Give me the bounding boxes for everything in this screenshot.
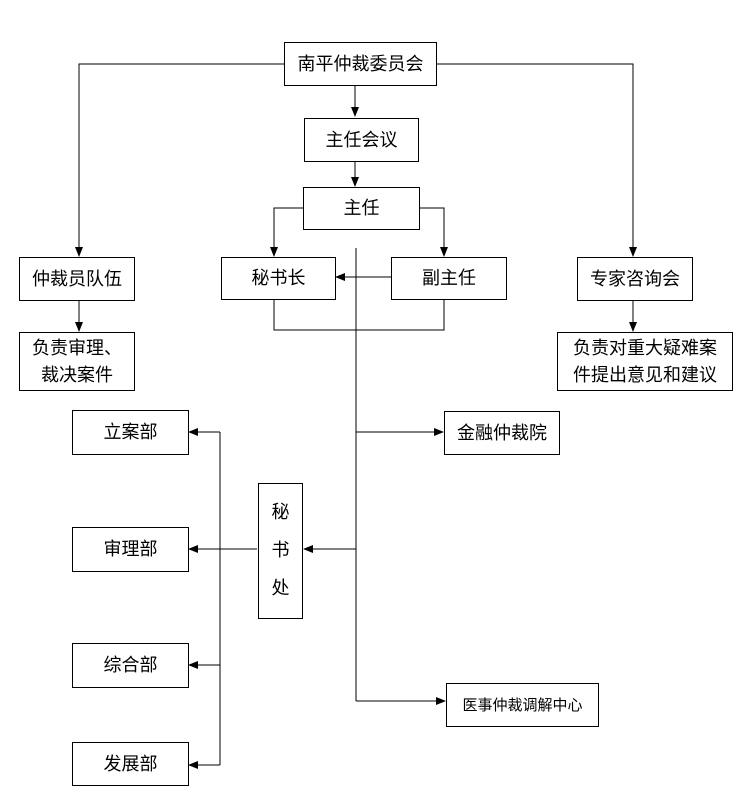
- node-arbitrators-duty-line-2: 裁决案件: [41, 364, 113, 386]
- node-secretariat-char-1: 秘: [271, 502, 290, 523]
- bracket-line: [273, 300, 445, 331]
- arrow-committee-expert: [437, 63, 637, 257]
- node-medical-center: 医事仲裁调解中心: [446, 683, 599, 727]
- arrow-director-deputy: [420, 207, 448, 257]
- node-arbitrators-duty: 负责审理、 裁决案件: [19, 332, 135, 391]
- node-secretary-general: 秘书长: [221, 257, 336, 300]
- node-expert-council-label: 专家咨询会: [590, 268, 680, 290]
- node-case-filing-dept: 立案部: [72, 410, 189, 455]
- node-general-dept-label: 综合部: [103, 655, 158, 676]
- node-financial-institute-label: 金融仲裁院: [457, 422, 547, 444]
- node-director: 主任: [303, 187, 420, 230]
- node-arbitrators-label: 仲裁员队伍: [32, 268, 122, 290]
- node-director-label: 主任: [343, 198, 380, 219]
- node-development-dept-label: 发展部: [103, 753, 158, 775]
- node-expert-duty-line-1: 负责对重大疑难案: [573, 337, 717, 359]
- node-secretariat-char-2: 书: [271, 540, 290, 561]
- node-development-dept: 发展部: [72, 742, 189, 786]
- node-directors-meeting-label: 主任会议: [325, 129, 398, 151]
- arrow-committee-arbitrators: [75, 63, 284, 257]
- node-trial-dept-label: 审理部: [103, 539, 158, 560]
- node-case-filing-dept-label: 立案部: [103, 422, 158, 443]
- node-medical-center-label: 医事仲裁调解中心: [462, 695, 583, 714]
- node-arbitrators: 仲裁员队伍: [19, 257, 135, 301]
- node-expert-duty-line-2: 件提出意见和建议: [573, 364, 717, 386]
- arrow-director-secretary: [270, 207, 303, 257]
- node-secretariat-char-3: 处: [271, 578, 290, 599]
- node-deputy-director-label: 副主任: [422, 268, 476, 289]
- node-deputy-director: 副主任: [391, 257, 507, 300]
- node-expert-duty: 负责对重大疑难案 件提出意见和建议: [557, 332, 733, 391]
- node-general-dept: 综合部: [72, 643, 189, 688]
- node-secretary-general-label: 秘书长: [251, 268, 306, 289]
- node-committee-label: 南平仲裁委员会: [297, 53, 424, 75]
- node-trial-dept: 审理部: [72, 527, 189, 572]
- node-committee: 南平仲裁委员会: [284, 42, 437, 86]
- node-arbitrators-duty-line-1: 负责审理、: [32, 337, 122, 359]
- node-directors-meeting: 主任会议: [304, 118, 419, 162]
- node-secretariat: 秘 书 处: [258, 483, 303, 619]
- node-expert-council: 专家咨询会: [577, 257, 693, 301]
- node-financial-institute: 金融仲裁院: [444, 411, 560, 455]
